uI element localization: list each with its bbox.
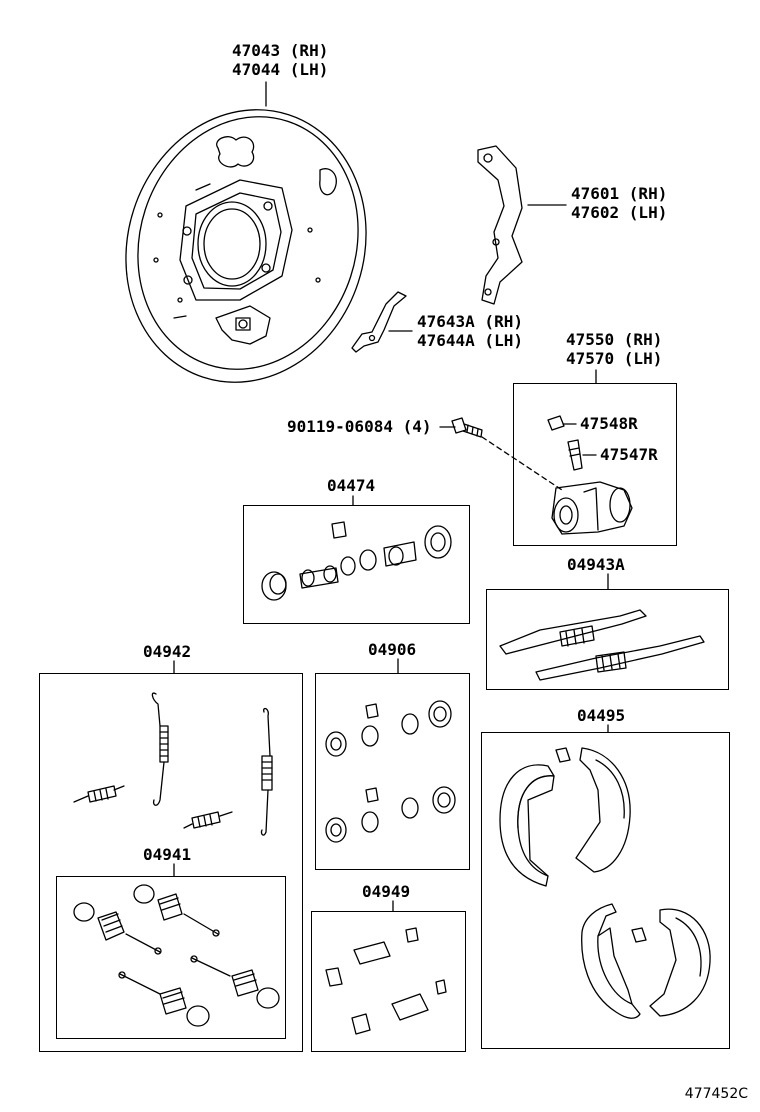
parking-lever-drawing xyxy=(477,145,523,305)
boot-kit-box xyxy=(311,911,466,1052)
label-cup-kit: 04906 xyxy=(368,640,417,659)
label-shoe-set: 04495 xyxy=(577,706,626,725)
label-adjuster-kit: 04943A xyxy=(567,555,625,574)
strut-drawing xyxy=(351,291,407,353)
label-lever-rh: 47601 (RH) xyxy=(571,184,668,203)
cylinder-kit-drawing xyxy=(261,521,452,601)
label-backing-plate-lh: 47044 (LH) xyxy=(232,60,329,79)
hold-down-kit-box xyxy=(56,876,286,1039)
label-cylinder-kit: 04474 xyxy=(327,476,376,495)
label-backing-plate-rh: 47043 (RH) xyxy=(232,41,329,60)
backing-plate-drawing xyxy=(125,109,367,383)
hold-down-kit-drawing xyxy=(73,884,280,1027)
spring-kit-box xyxy=(39,673,303,1052)
label-wheel-cylinder-rh: 47550 (RH) xyxy=(566,330,663,349)
catalog-number: 477452C xyxy=(684,1086,748,1102)
label-strut-lh: 47644A (LH) xyxy=(417,331,523,350)
label-wheel-cylinder-lh: 47570 (LH) xyxy=(566,349,663,368)
cup-kit-box xyxy=(315,673,470,870)
label-bolt: 90119-06084 (4) xyxy=(287,417,432,436)
label-spring-kit: 04942 xyxy=(143,642,192,661)
leader-lines xyxy=(173,81,609,912)
label-strut-rh: 47643A (RH) xyxy=(417,312,523,331)
label-bleeder-cap: 47548R xyxy=(580,414,638,433)
spring-kit-drawing xyxy=(73,692,273,836)
adjuster-kit-box xyxy=(486,589,729,690)
bolt-drawing xyxy=(451,417,483,438)
boot-kit-drawing xyxy=(325,927,447,1035)
label-boot-kit: 04949 xyxy=(362,882,411,901)
cup-kit-drawing xyxy=(325,700,456,843)
label-bleeder-plug: 47547R xyxy=(600,445,658,464)
label-hold-down-kit: 04941 xyxy=(143,845,192,864)
shoe-set-drawing xyxy=(499,747,711,1019)
wheel-cylinder-box xyxy=(513,383,677,546)
adjuster-kit-drawing xyxy=(499,609,705,681)
wheel-cylinder-drawing xyxy=(547,415,633,535)
label-lever-lh: 47602 (LH) xyxy=(571,203,668,222)
cylinder-kit-box xyxy=(243,505,470,624)
shoe-set-box xyxy=(481,732,730,1049)
